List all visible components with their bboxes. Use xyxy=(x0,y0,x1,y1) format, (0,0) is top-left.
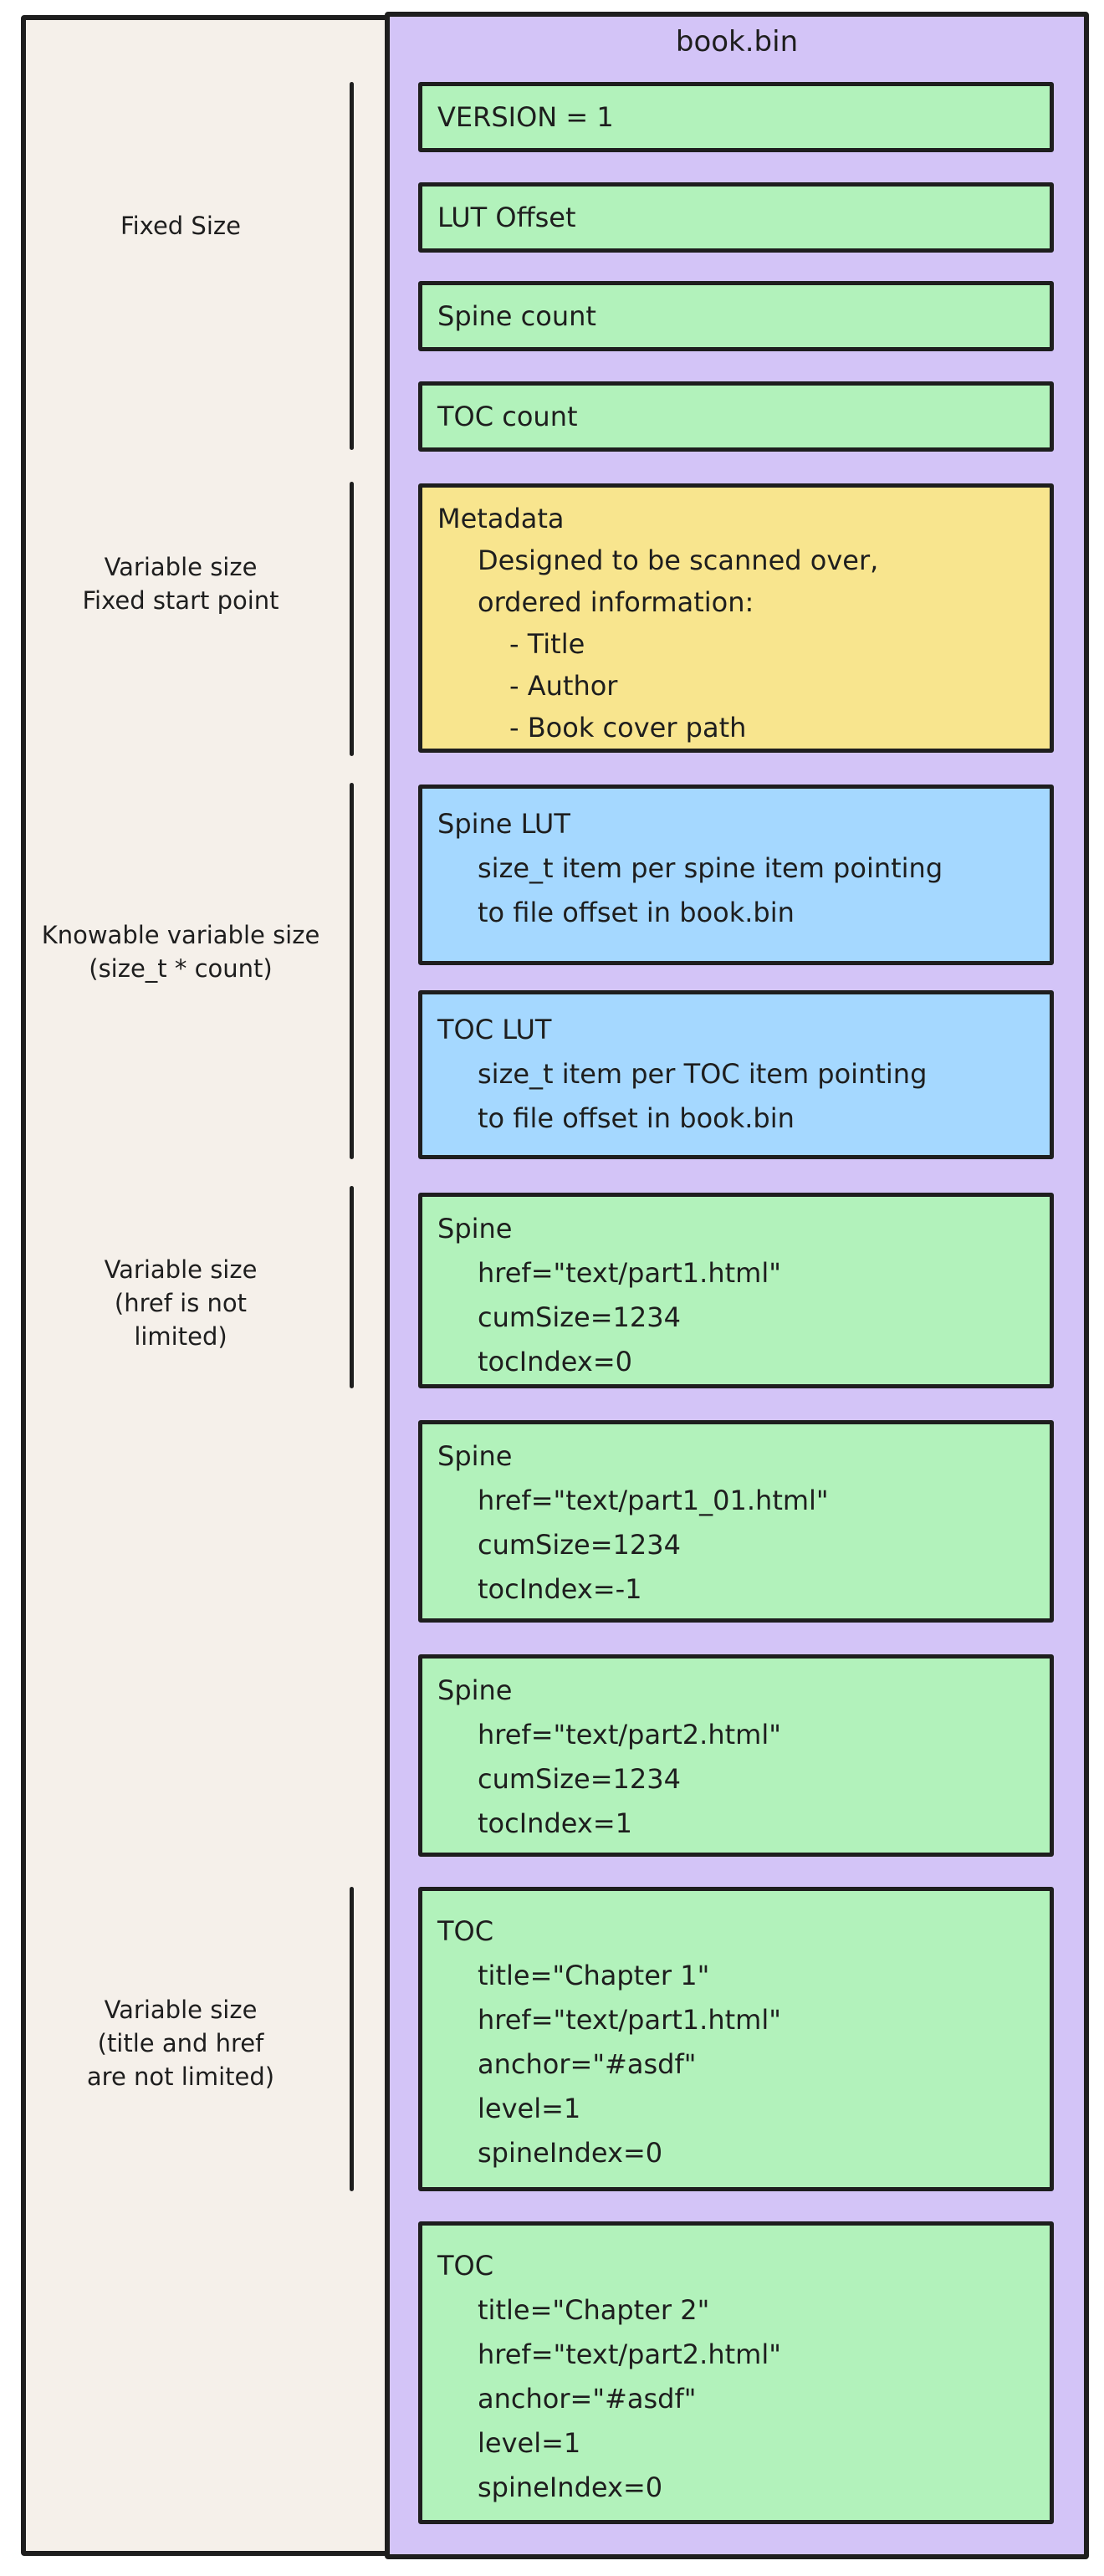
size-label-line: (href is not xyxy=(114,1289,248,1317)
toc-record-box: TOC title="Chapter 1" href="text/part1.h… xyxy=(418,1887,1054,2191)
box-title: TOC xyxy=(437,2250,494,2282)
bracket-toc xyxy=(350,1887,354,2191)
metadata-box: Metadata Designed to be scanned over, or… xyxy=(418,483,1054,753)
size-label-line: Variable size xyxy=(104,1996,258,2024)
box-line: href="text/part1.html" xyxy=(478,2004,781,2036)
box-title: Spine xyxy=(437,1213,513,1245)
bracket-spine xyxy=(350,1186,354,1388)
box-line: level=1 xyxy=(478,2427,581,2459)
file-title: book.bin xyxy=(675,25,799,59)
box-line: anchor="#asdf" xyxy=(478,2048,697,2080)
bracket-lut xyxy=(350,783,354,1159)
size-label-line: Variable size xyxy=(104,553,258,581)
size-label-toc: Variable size (title and href are not li… xyxy=(25,1993,336,2093)
box-line: tocIndex=1 xyxy=(478,1807,632,1839)
box-line: size_t item per TOC item pointing xyxy=(478,1058,928,1090)
box-line: anchor="#asdf" xyxy=(478,2383,697,2415)
size-label-line: (size_t * count) xyxy=(89,954,273,983)
box-line: spineIndex=0 xyxy=(478,2471,663,2503)
spine-record-box: Spine href="text/part1.html" cumSize=123… xyxy=(418,1193,1054,1388)
box-line: tocIndex=0 xyxy=(478,1346,632,1377)
box-line: title="Chapter 2" xyxy=(478,2294,710,2326)
box-line: tocIndex=-1 xyxy=(478,1573,642,1605)
size-label-fixed: Fixed Size xyxy=(25,209,336,243)
box-title: Spine xyxy=(437,1440,513,1472)
box-title: Spine xyxy=(437,1674,513,1706)
size-label-lut: Knowable variable size (size_t * count) xyxy=(25,918,336,985)
toc-count-box: TOC count xyxy=(418,381,1054,452)
box-line: cumSize=1234 xyxy=(478,1301,681,1333)
box-line: href="text/part2.html" xyxy=(478,2338,781,2370)
box-line: href="text/part2.html" xyxy=(478,1719,781,1751)
box-line: to file offset in book.bin xyxy=(478,1102,795,1134)
spine-record-box: Spine href="text/part2.html" cumSize=123… xyxy=(418,1654,1054,1857)
box-title: TOC LUT xyxy=(437,1014,552,1045)
size-label-line: Knowable variable size xyxy=(41,921,320,949)
box-line: ordered information: xyxy=(478,586,754,618)
size-label-spine: Variable size (href is not limited) xyxy=(25,1253,336,1353)
size-label-line: limited) xyxy=(134,1322,227,1351)
box-title: Spine LUT xyxy=(437,808,570,840)
box-line: spineIndex=0 xyxy=(478,2137,663,2169)
box-line: - Title xyxy=(509,628,585,660)
box-line: cumSize=1234 xyxy=(478,1529,681,1561)
box-line: to file offset in book.bin xyxy=(478,897,795,928)
size-label-line: (title and href xyxy=(97,2029,264,2057)
box-line: cumSize=1234 xyxy=(478,1763,681,1795)
box-title: TOC xyxy=(437,1915,494,1947)
size-label-line: are not limited) xyxy=(86,2062,275,2091)
box-line: - Author xyxy=(509,670,618,702)
box-line: size_t item per spine item pointing xyxy=(478,852,943,884)
box-title: Metadata xyxy=(437,503,565,534)
spine-count-box: Spine count xyxy=(418,281,1054,351)
box-line: href="text/part1_01.html" xyxy=(478,1485,829,1516)
toc-record-box: TOC title="Chapter 2" href="text/part2.h… xyxy=(418,2221,1054,2524)
box-line: title="Chapter 1" xyxy=(478,1960,710,1991)
bracket-metadata xyxy=(350,482,354,756)
size-label-line: Fixed start point xyxy=(82,586,279,615)
box-line: level=1 xyxy=(478,2093,581,2124)
box-line: href="text/part1.html" xyxy=(478,1257,781,1289)
box-line: Designed to be scanned over, xyxy=(478,544,879,576)
version-box: VERSION = 1 xyxy=(418,82,1054,152)
box-title: Spine count xyxy=(437,300,596,332)
bracket-fixed-size xyxy=(350,82,354,450)
size-label-line: Fixed Size xyxy=(120,212,241,240)
box-line: - Book cover path xyxy=(509,712,747,744)
box-title: TOC count xyxy=(437,401,578,432)
size-label-line: Variable size xyxy=(104,1255,258,1284)
size-label-metadata: Variable size Fixed start point xyxy=(25,550,336,617)
spine-lut-box: Spine LUT size_t item per spine item poi… xyxy=(418,785,1054,965)
lut-offset-box: LUT Offset xyxy=(418,182,1054,253)
box-title: VERSION = 1 xyxy=(437,101,614,133)
toc-lut-box: TOC LUT size_t item per TOC item pointin… xyxy=(418,990,1054,1159)
spine-record-box: Spine href="text/part1_01.html" cumSize=… xyxy=(418,1420,1054,1623)
box-title: LUT Offset xyxy=(437,202,576,233)
